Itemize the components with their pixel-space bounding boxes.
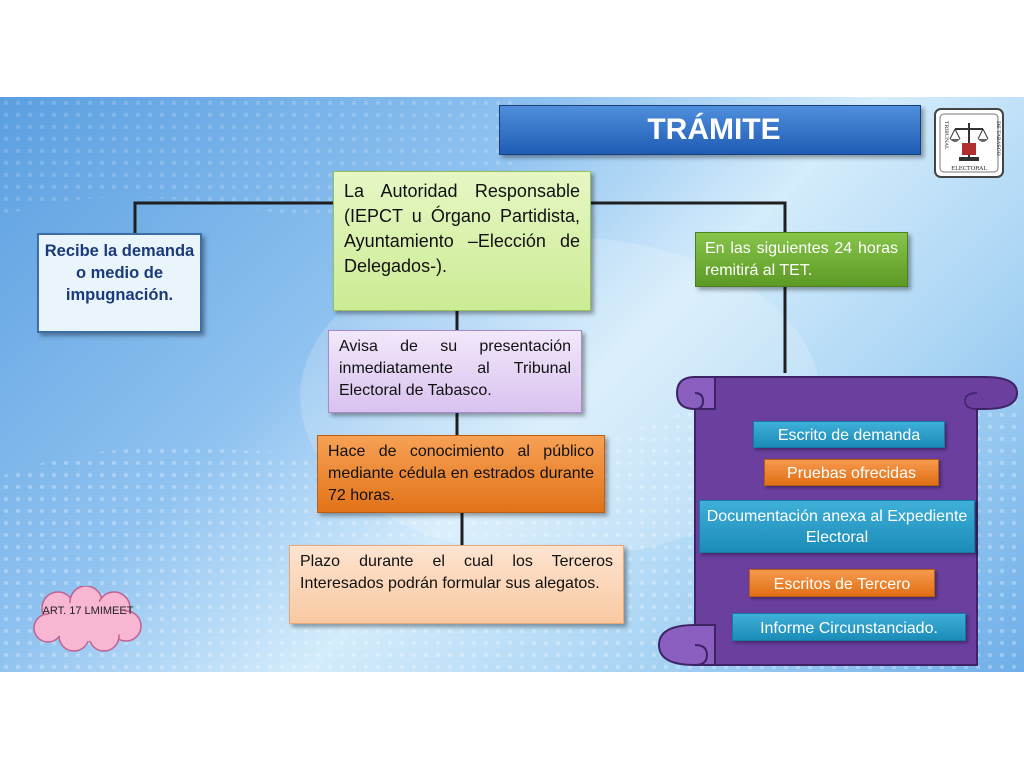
node-hace-conocimiento: Hace de conocimiento al público mediante… <box>317 435 605 513</box>
note-art-17: ART. 17 LMIMEET <box>42 605 134 617</box>
seal-text-top: TRIBUNAL <box>943 121 949 150</box>
scroll-item-pruebas-ofrecidas: Pruebas ofrecidas <box>764 459 939 486</box>
tribunal-seal: ELECTORAL TRIBUNAL DE TABASCO <box>934 108 1004 178</box>
node-avisa-presentacion: Avisa de su presentación inmediatamente … <box>328 330 582 413</box>
note-cloud-shape <box>33 586 142 652</box>
node-autoridad-responsable: La Autoridad Responsable (IEPCT u Órgano… <box>333 171 591 311</box>
slide-canvas: TRÁMITE ELECTORAL TRIBUNAL DE TABASCO Re… <box>0 97 1024 672</box>
title-banner: TRÁMITE <box>499 105 921 155</box>
scroll-item-escrito-demanda: Escrito de demanda <box>753 421 945 448</box>
connector-lines <box>133 201 787 545</box>
scroll-item-escritos-tercero: Escritos de Tercero <box>749 569 935 597</box>
scroll-item-documentacion-anexa: Documentación anexa al Expediente Electo… <box>699 500 975 553</box>
node-remitira-tet: En las siguientes 24 horas remitirá al T… <box>695 232 908 287</box>
seal-text-bottom: ELECTORAL <box>951 166 987 172</box>
node-recibe-demanda: Recibe la demanda o medio de impugnación… <box>37 233 202 333</box>
page-title: TRÁMITE <box>647 113 781 146</box>
scales-of-justice-icon <box>949 123 989 161</box>
seal-text-side: DE TABASCO <box>995 121 1001 156</box>
node-plazo-terceros: Plazo durante el cual los Terceros Inter… <box>289 545 624 624</box>
scroll-item-informe-circunstanciado: Informe Circunstanciado. <box>732 613 966 641</box>
